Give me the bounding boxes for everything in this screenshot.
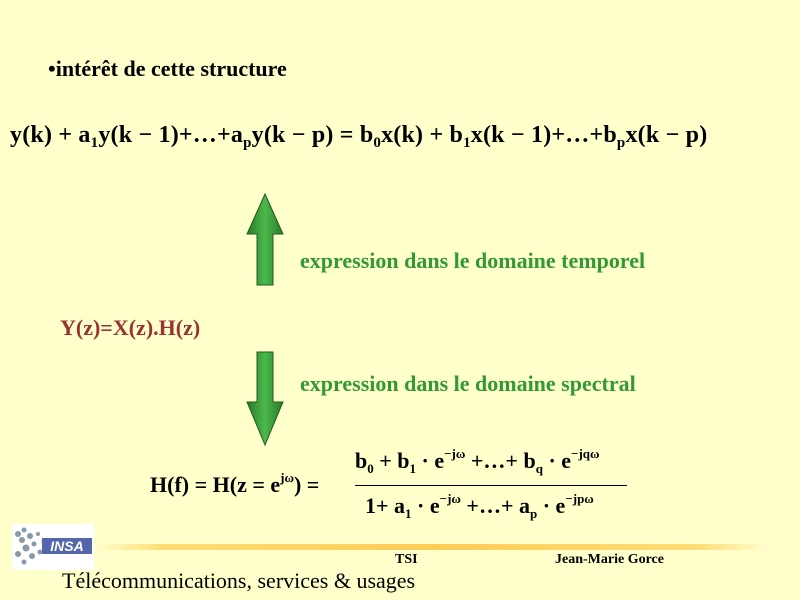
footer-author: Jean-Marie Gorce bbox=[555, 552, 664, 567]
time-domain-equation: y(k) + a1y(k − 1)+…+apy(k − p) = b0x(k) … bbox=[10, 122, 708, 151]
arrow-up-icon bbox=[246, 192, 284, 286]
temporal-domain-label: expression dans le domaine temporel bbox=[300, 248, 646, 273]
fraction-bar bbox=[355, 485, 627, 486]
footer-divider bbox=[95, 544, 767, 550]
fraction-denominator: 1+ a1 · e−jω +…+ ap · e−jpω bbox=[365, 491, 594, 521]
fraction-numerator: b0 + b1 · e−jω +…+ bq · e−jqω bbox=[355, 446, 600, 476]
svg-text:INSA: INSA bbox=[50, 538, 83, 554]
insa-logo: INSA bbox=[12, 524, 94, 570]
footer-title: Télécommunications, services & usages bbox=[62, 568, 416, 593]
transfer-relation: Y(z)=X(z).H(z) bbox=[60, 315, 201, 340]
arrow-down-icon bbox=[246, 351, 284, 447]
footer-course: TSI bbox=[395, 552, 418, 567]
frequency-response-lhs: H(f) = H(z = ejω) = bbox=[150, 470, 320, 497]
spectral-domain-label: expression dans le domaine spectral bbox=[300, 371, 636, 396]
bullet-heading: •intérêt de cette structure bbox=[48, 56, 287, 81]
